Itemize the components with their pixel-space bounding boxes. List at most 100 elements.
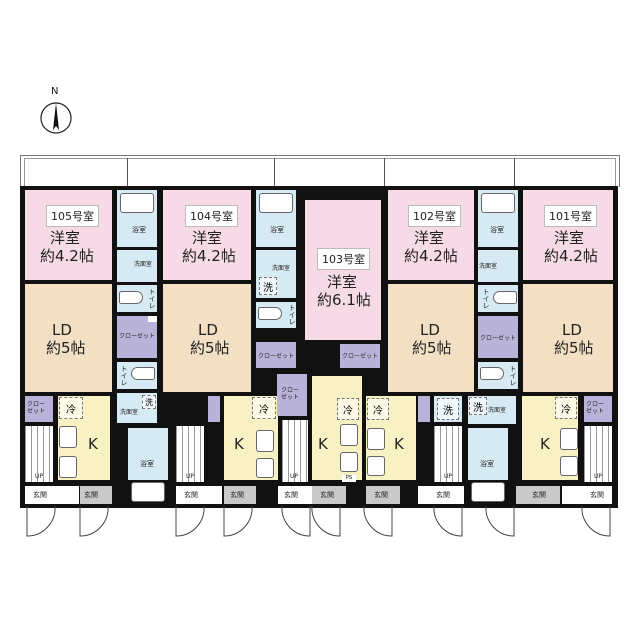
toilet-label: トイレ bbox=[148, 288, 156, 309]
unit-103-closet bbox=[340, 344, 380, 368]
bath-label: 浴室 bbox=[270, 226, 284, 234]
entrance bbox=[366, 486, 400, 504]
washer-space: 洗 bbox=[437, 398, 459, 420]
unit-103-room-label: 洋室 bbox=[327, 273, 358, 291]
compass-arrow-icon bbox=[40, 102, 72, 134]
entrance-label: 玄関 bbox=[84, 491, 98, 499]
unit-104-ld bbox=[163, 284, 251, 392]
fridge-space: 冷 bbox=[252, 397, 276, 419]
balcony-divider bbox=[127, 158, 128, 187]
unit-101-ld bbox=[523, 284, 613, 392]
washer-space: 洗 bbox=[142, 395, 156, 409]
unit-104-ld-label: LD bbox=[198, 321, 218, 339]
unit-102-closet bbox=[478, 316, 518, 358]
bath-label: 浴室 bbox=[132, 226, 146, 234]
stove bbox=[340, 452, 358, 472]
entrance-label: 玄関 bbox=[284, 491, 298, 499]
unit-101-ld-label: LD bbox=[562, 321, 582, 339]
bathtub bbox=[481, 193, 515, 213]
balcony-divider bbox=[514, 158, 515, 187]
closet-small-label: クロー ゼット bbox=[27, 401, 46, 415]
washroom-label: 洗面室 bbox=[272, 265, 291, 272]
unit-105-room-size: 約4.2帖 bbox=[40, 247, 94, 265]
balcony-divider bbox=[274, 158, 275, 187]
unit-105-ld-label: LD bbox=[52, 321, 72, 339]
entrance bbox=[224, 486, 256, 504]
entrance bbox=[312, 486, 346, 504]
stove bbox=[560, 456, 578, 476]
entrance-doors bbox=[26, 506, 611, 537]
bath-mid bbox=[128, 428, 168, 480]
bath-label: 浴室 bbox=[490, 226, 504, 234]
closet-label: クローゼット bbox=[258, 353, 295, 360]
entrance-label: 玄関 bbox=[532, 491, 546, 499]
up-label: UP bbox=[35, 473, 44, 480]
entrance-label: 玄関 bbox=[33, 491, 47, 499]
unit-105-washroom bbox=[117, 250, 157, 282]
kitchen-label: K bbox=[394, 435, 404, 453]
unit-102-room-size: 約4.2帖 bbox=[404, 247, 458, 265]
up-label: UP bbox=[594, 473, 603, 480]
balcony-inner bbox=[24, 158, 616, 187]
stove bbox=[367, 456, 385, 476]
north-label: N bbox=[51, 86, 59, 97]
unit-102-ld-label: LD bbox=[420, 321, 440, 339]
washer-space: 洗 bbox=[469, 397, 487, 415]
unit-104-ld-size: 約5帖 bbox=[190, 339, 230, 357]
fridge-space: 冷 bbox=[555, 397, 577, 419]
bathtub bbox=[471, 482, 505, 502]
unit-104-number: 104号室 bbox=[185, 205, 238, 227]
closet-small-label: クロー ゼット bbox=[586, 401, 605, 415]
closet-small bbox=[584, 396, 612, 422]
unit-103-room-size: 約6.1帖 bbox=[317, 291, 371, 309]
unit-104-room-size: 約4.2帖 bbox=[182, 247, 236, 265]
toilet-label: トイレ bbox=[509, 365, 517, 386]
unit-102-washroom bbox=[478, 250, 518, 282]
toilet-fixture bbox=[493, 291, 517, 304]
shoe-box bbox=[418, 396, 430, 422]
unit-101-number: 101号室 bbox=[544, 205, 597, 227]
kitchen-sink bbox=[367, 428, 385, 450]
washroom-label: 洗面室 bbox=[134, 261, 153, 268]
bath-label: 浴室 bbox=[140, 460, 154, 468]
washer-space: 洗 bbox=[259, 277, 277, 295]
entrance bbox=[278, 486, 312, 504]
bathtub bbox=[120, 193, 154, 213]
entrance bbox=[516, 486, 560, 504]
kitchen-label: K bbox=[318, 435, 328, 453]
bathtub bbox=[131, 482, 165, 502]
toilet-label: トイレ bbox=[120, 365, 128, 386]
entrance-label: 玄関 bbox=[590, 491, 604, 499]
balcony bbox=[20, 155, 620, 187]
unit-102-ld-size: 約5帖 bbox=[412, 339, 452, 357]
entrance bbox=[418, 486, 464, 504]
toilet-fixture bbox=[131, 367, 155, 380]
unit-105-ld-size: 約5帖 bbox=[46, 339, 86, 357]
kitchen-label: K bbox=[540, 435, 550, 453]
closet-label: クローゼット bbox=[342, 353, 379, 360]
unit-104-room-label: 洋室 bbox=[192, 229, 223, 247]
kitchen-sink bbox=[560, 428, 578, 450]
up-label: UP bbox=[186, 473, 195, 480]
entrance-label: 玄関 bbox=[320, 491, 334, 499]
unit-103-western-room bbox=[305, 200, 381, 340]
entrance bbox=[562, 486, 612, 504]
toilet-fixture bbox=[258, 307, 282, 320]
entrance bbox=[176, 486, 222, 504]
shoe-box bbox=[208, 396, 220, 422]
bathtub bbox=[259, 193, 293, 213]
unit-105-closet-small bbox=[25, 396, 53, 422]
unit-104-closet bbox=[256, 342, 296, 368]
entrance-104 bbox=[80, 486, 112, 504]
toilet-label: トイレ bbox=[288, 304, 296, 325]
toilet-label: トイレ bbox=[482, 288, 490, 309]
unit-102-room-label: 洋室 bbox=[414, 229, 445, 247]
unit-105-number: 105号室 bbox=[46, 205, 99, 227]
unit-102-number: 102号室 bbox=[408, 205, 461, 227]
staircase bbox=[282, 420, 308, 482]
ps bbox=[148, 316, 157, 322]
ps: PS bbox=[342, 475, 356, 482]
unit-105-closet bbox=[117, 316, 157, 358]
kitchen-label: K bbox=[88, 435, 98, 453]
balcony-divider bbox=[384, 158, 385, 187]
